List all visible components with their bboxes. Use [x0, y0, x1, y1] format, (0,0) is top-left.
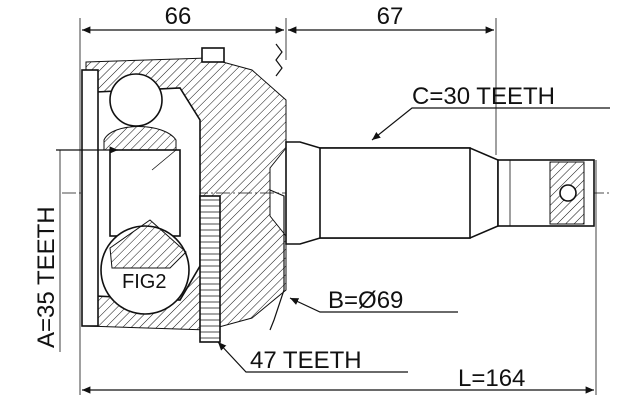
dim-66-label: 66: [165, 3, 192, 30]
abs-teeth-label: 47 TEETH: [250, 347, 362, 374]
fig2-label: FIG2: [122, 271, 166, 293]
dust-shield: [269, 43, 285, 331]
extension-lines: [79, 18, 597, 395]
abs-tone-ring: [199, 195, 221, 343]
dim-67-label: 67: [377, 3, 404, 30]
output-shaft: [285, 141, 595, 245]
c-teeth-label: C=30 TEETH: [412, 83, 555, 110]
leader-lines: [56, 107, 610, 373]
overall-length-label: L=164: [458, 365, 525, 392]
b-diameter-label: B=Ø69: [328, 287, 403, 314]
fig2-detail: FIG2: [100, 219, 190, 315]
a-teeth-label: A=35 TEETH: [33, 206, 60, 348]
